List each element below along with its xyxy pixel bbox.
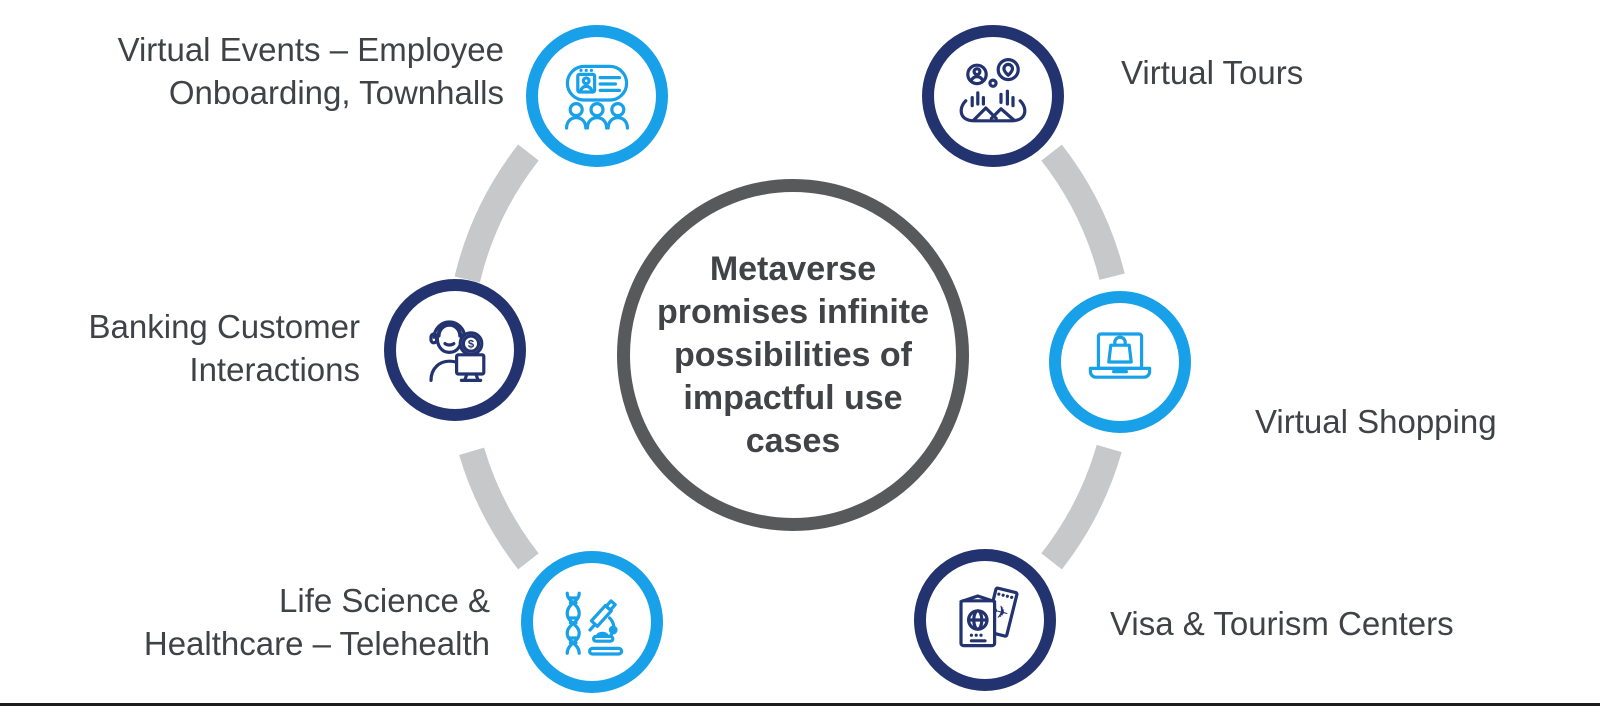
hands-landscape-pin-icon bbox=[959, 57, 1027, 123]
label-line: Interactions bbox=[189, 351, 360, 388]
label-virtual-shopping: Virtual Shopping bbox=[1255, 400, 1497, 443]
node-banking: $ bbox=[384, 279, 526, 421]
label-line: Banking Customer bbox=[88, 308, 360, 345]
label-virtual-events: Virtual Events – Employee Onboarding, To… bbox=[84, 28, 504, 114]
arc-top-left bbox=[454, 144, 539, 283]
label-line: Healthcare – Telehealth bbox=[143, 625, 490, 662]
dollar-glyph: $ bbox=[468, 339, 475, 351]
passport-ticket-icon: ✈ bbox=[959, 586, 1019, 648]
center-circle: Metaverse promises infinite possibilitie… bbox=[617, 179, 969, 531]
label-line: Visa & Tourism Centers bbox=[1110, 605, 1454, 642]
bottom-divider bbox=[0, 703, 1600, 706]
arc-top-right bbox=[1041, 144, 1125, 280]
laptop-shopping-bag-icon bbox=[1088, 332, 1152, 379]
center-title-line: Metaverse bbox=[709, 249, 877, 288]
label-line: Virtual Shopping bbox=[1255, 403, 1497, 440]
node-virtual-shopping bbox=[1049, 291, 1191, 433]
node-visa-tourism: ✈ bbox=[914, 549, 1056, 691]
label-line: Virtual Events – Employee bbox=[117, 31, 504, 68]
label-line: Onboarding, Townhalls bbox=[168, 74, 504, 111]
support-agent-dollar-icon: $ bbox=[429, 320, 486, 382]
node-virtual-events bbox=[526, 25, 668, 167]
node-life-science bbox=[521, 551, 663, 693]
label-virtual-tours: Virtual Tours bbox=[1121, 51, 1303, 94]
center-title-line: impactful use bbox=[683, 378, 903, 417]
dna-microscope-icon bbox=[565, 591, 624, 656]
label-banking: Banking Customer Interactions bbox=[30, 305, 360, 391]
node-virtual-tours bbox=[922, 25, 1064, 167]
center-title-line: cases bbox=[745, 421, 841, 460]
plane-glyph: ✈ bbox=[991, 602, 1010, 625]
label-life-science: Life Science & Healthcare – Telehealth bbox=[110, 579, 490, 665]
id-badge-people-icon bbox=[565, 64, 629, 130]
label-line: Life Science & bbox=[279, 582, 490, 619]
label-visa-tourism: Visa & Tourism Centers bbox=[1110, 602, 1454, 645]
center-title-line: possibilities of bbox=[673, 335, 913, 374]
center-title-line: promises infinite bbox=[656, 292, 930, 331]
arc-bottom-right bbox=[1041, 444, 1122, 570]
center-title: Metaverse promises infinite possibilitie… bbox=[657, 248, 929, 463]
arc-bottom-left bbox=[459, 447, 539, 570]
label-line: Virtual Tours bbox=[1121, 54, 1304, 91]
